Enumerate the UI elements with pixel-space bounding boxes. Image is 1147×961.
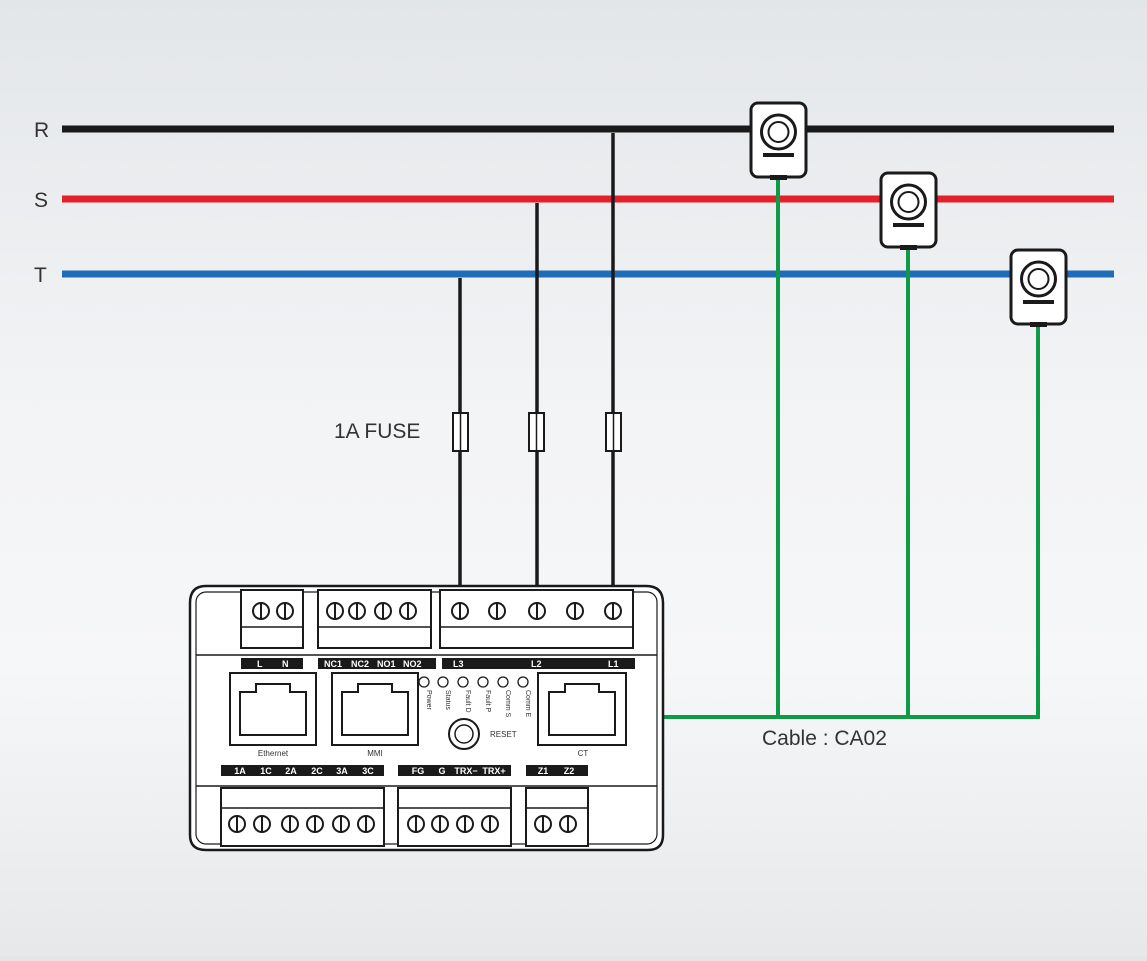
led-comm-e [517, 676, 529, 688]
led-fault-d [457, 676, 469, 688]
ct-port: CT [537, 672, 627, 758]
ct-port-label: CT [578, 749, 589, 758]
bottom-label-comm-3: TRX+ [482, 766, 505, 776]
status-leds: Power Status Fault D Fault P Comm S Comm… [418, 676, 531, 718]
phase-label-t: T [34, 264, 47, 287]
fuse-r [605, 412, 622, 452]
bottom-label-ct-0: 1A [234, 766, 246, 776]
label-no1: NO1 [377, 659, 396, 669]
label-no2: NO2 [403, 659, 422, 669]
bottom-terminal-labels: 1A 1C 2A 2C 3A 3C FG G TRX− TRX+ Z1 Z2 [234, 766, 574, 776]
ethernet-label: Ethernet [258, 749, 289, 758]
led-label-comm-s: Comm S [504, 690, 511, 718]
terminal-block-relay [317, 589, 432, 649]
bottom-label-ct-3: 2C [311, 766, 323, 776]
led-label-fault-p: Fault P [484, 690, 491, 713]
label-l1: L1 [608, 659, 619, 669]
label-l3: L3 [453, 659, 464, 669]
reset-label: RESET [490, 730, 517, 739]
fuses: 1A FUSE [334, 412, 622, 452]
led-label-fault-d: Fault D [464, 690, 471, 713]
fuse-label: 1A FUSE [334, 420, 420, 443]
led-comm-s [497, 676, 509, 688]
label-nc2: NC2 [351, 659, 369, 669]
label-nc1: NC1 [324, 659, 342, 669]
phase-buses: R S T [34, 119, 1114, 287]
phase-label-s: S [34, 189, 48, 212]
ct-clamp-t [1009, 248, 1068, 327]
meter-device: L N NC1 NC2 NO1 NO2 L3 L2 L1 Ethernet MM… [188, 584, 665, 852]
bottom-label-comm-1: G [438, 766, 445, 776]
fuse-s [528, 412, 545, 452]
ct-clamp-r [749, 101, 808, 180]
led-label-comm-e: Comm E [524, 690, 531, 718]
label-l: L [257, 659, 263, 669]
label-l2: L2 [531, 659, 542, 669]
led-fault-p [477, 676, 489, 688]
bottom-label-ct-4: 3A [336, 766, 348, 776]
terminal-block-z [525, 787, 589, 847]
bottom-label-ct-5: 3C [362, 766, 374, 776]
reset-button: RESET [448, 718, 517, 750]
bottom-label-comm-0: FG [412, 766, 425, 776]
led-status [437, 676, 449, 688]
fuse-t [452, 412, 469, 452]
terminal-block-voltage [439, 589, 634, 649]
bottom-label-z-0: Z1 [538, 766, 549, 776]
bottom-label-z-1: Z2 [564, 766, 575, 776]
mmi-port: MMI [331, 672, 419, 758]
led-power [418, 676, 430, 688]
mmi-label: MMI [367, 749, 383, 758]
ethernet-port: Ethernet [229, 672, 317, 758]
ct-clamp-s [879, 171, 938, 250]
terminal-block-power [240, 589, 304, 649]
bottom-label-ct-2: 2A [285, 766, 297, 776]
led-label-status: Status [444, 690, 451, 710]
led-label-power: Power [425, 690, 432, 711]
label-n: N [282, 659, 289, 669]
terminal-block-ct-inputs [220, 787, 385, 847]
bottom-label-ct-1: 1C [260, 766, 272, 776]
cable-label: Cable : CA02 [762, 727, 887, 750]
terminal-block-comm [397, 787, 512, 847]
phase-label-r: R [34, 119, 49, 142]
bottom-label-comm-2: TRX− [454, 766, 477, 776]
